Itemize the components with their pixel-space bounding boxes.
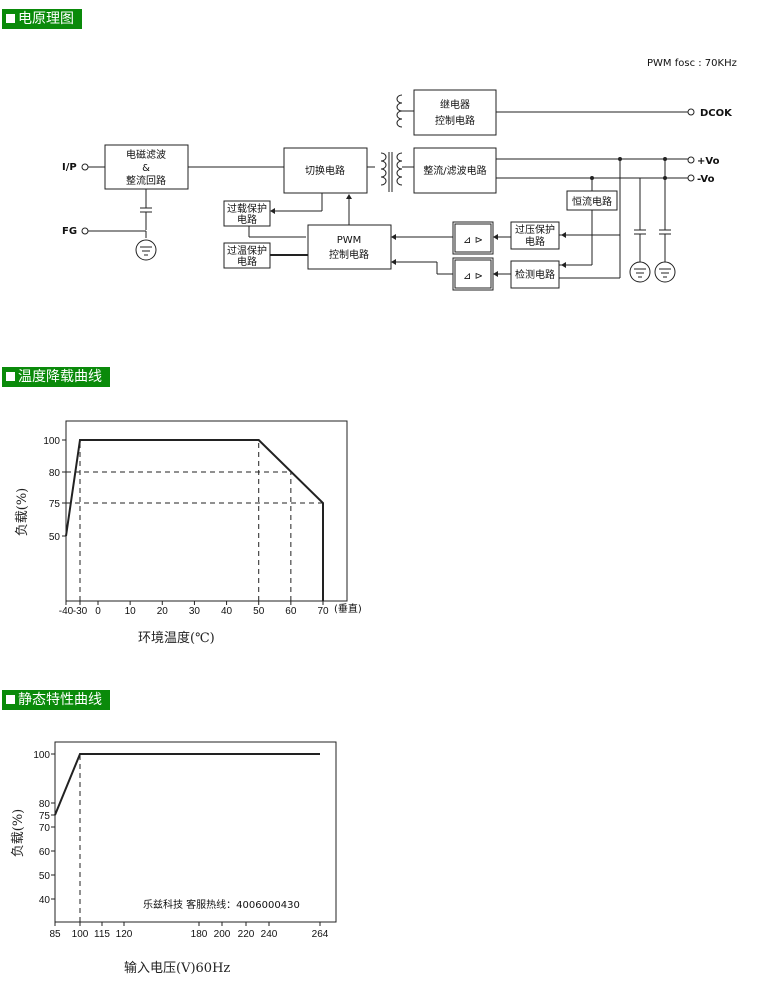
static-series-line <box>54 753 320 816</box>
vo-plus-label: +Vo <box>697 156 720 167</box>
emi-label-1: 电磁滤波 <box>126 148 166 161</box>
static-y-tick-label: 100 <box>33 750 50 761</box>
derating-plot-frame <box>65 420 348 602</box>
svg-text:⊿ ⊳: ⊿ ⊳ <box>463 235 483 246</box>
ip-port-label: I/P <box>62 162 77 173</box>
detection-label: 检测电路 <box>515 268 555 281</box>
derating-y-axis-label: 负载(%) <box>15 488 30 537</box>
section-header-derating: 温度降载曲线 <box>2 367 110 387</box>
static-y-tick-label: 70 <box>39 823 51 834</box>
derating-y-tick-label: 80 <box>49 468 61 479</box>
static-y-tick-label: 40 <box>39 895 51 906</box>
derating-series-line <box>65 439 324 601</box>
pwm-label-2: 控制电路 <box>329 248 369 261</box>
overvoltage-protection-block <box>510 221 560 250</box>
detection-circuit-block <box>510 260 560 289</box>
static-plot-frame <box>54 741 337 923</box>
overtemp-label-2: 电路 <box>237 255 257 268</box>
overtemp-label-1: 过温保护 <box>227 244 267 257</box>
overvoltage-label-1: 过压保护 <box>515 223 555 236</box>
constant-current-label: 恒流电路 <box>572 195 612 208</box>
static-x-tick-label: 100 <box>72 929 89 940</box>
static-y-axis-label: 负载(%) <box>11 809 26 858</box>
switch-circuit-block <box>283 147 368 194</box>
switch-label: 切换电路 <box>305 164 345 177</box>
relay-label-1: 继电器 <box>440 98 470 111</box>
relay-label-2: 控制电路 <box>435 114 475 127</box>
derating-x-tick-label: 50 <box>253 606 265 617</box>
section-header-schematic: 电原理图 <box>2 9 82 29</box>
static-y-tick-label: 60 <box>39 847 51 858</box>
derating-x-tick-label: 10 <box>125 606 137 617</box>
static-x-tick-label: 180 <box>191 929 208 940</box>
static-x-tick-label: 85 <box>49 929 61 940</box>
dcok-terminal <box>687 108 695 116</box>
static-annotation: 乐兹科技 客服热线：4006000430 <box>143 898 300 911</box>
section-title: 静态特性曲线 <box>18 692 102 708</box>
relay-control-block <box>413 89 497 136</box>
derating-x-tick-label: -40 <box>59 606 74 617</box>
overload-protection-block <box>223 200 271 227</box>
square-bullet-icon <box>6 695 15 704</box>
derating-x-tick-label: 70 <box>317 606 329 617</box>
vo-minus-label: -Vo <box>697 174 715 185</box>
overvoltage-label-2: 电路 <box>525 235 545 248</box>
overload-label-1: 过载保护 <box>227 202 267 215</box>
static-y-tick-label: 80 <box>39 799 51 810</box>
dcok-port-label: DCOK <box>700 108 733 119</box>
pwm-label-1: PWM <box>337 235 362 246</box>
emi-label-2: & <box>142 163 150 174</box>
ground-symbol-icon <box>135 239 157 261</box>
fg-terminal <box>81 227 89 235</box>
svg-text:⊿ ⊳: ⊿ ⊳ <box>463 271 483 282</box>
static-y-tick-label: 50 <box>39 871 51 882</box>
derating-x-tick-label: 40 <box>221 606 233 617</box>
static-x-tick-label: 115 <box>94 929 110 940</box>
static-x-tick-label: 220 <box>238 929 255 940</box>
section-title: 电原理图 <box>18 11 74 27</box>
static-y-tick-label: 75 <box>39 811 51 822</box>
derating-x-unit-note: (垂直) <box>334 602 362 615</box>
emi-filter-block <box>104 144 189 190</box>
static-x-axis-label: 输入电压(V)60Hz <box>124 960 230 976</box>
section-header-static: 静态特性曲线 <box>2 690 110 710</box>
schematic-diagram: PWM fosc : 70KHz I/P 电磁滤波 & 整流回路 FG 切换电路 <box>62 58 737 291</box>
derating-x-tick-label: 20 <box>157 606 169 617</box>
derating-x-tick-label: -30 <box>73 606 88 617</box>
static-x-tick-label: 264 <box>312 929 329 940</box>
vo-plus-terminal <box>687 156 695 164</box>
pwm-frequency-label: PWM fosc : 70KHz <box>647 58 737 69</box>
overload-label-2: 电路 <box>237 213 257 226</box>
square-bullet-icon <box>6 372 15 381</box>
ground-symbol-icon <box>629 261 651 283</box>
ground-symbol-icon <box>654 261 676 283</box>
static-x-tick-label: 120 <box>116 929 133 940</box>
rectifier-filter-block <box>413 147 497 194</box>
static-x-tick-label: 240 <box>261 929 278 940</box>
overtemp-protection-block <box>223 242 271 269</box>
square-bullet-icon <box>6 14 15 23</box>
derating-x-tick-label: 0 <box>95 606 101 617</box>
derating-y-tick-label: 75 <box>49 499 61 510</box>
derating-y-tick-label: 100 <box>43 436 60 447</box>
main-transformer-icon <box>367 152 414 192</box>
derating-x-axis-label: 环境温度(℃) <box>138 630 215 646</box>
vo-minus-terminal <box>687 174 695 182</box>
derating-y-tick-label: 50 <box>49 532 61 543</box>
ip-terminal <box>81 163 89 171</box>
derating-x-tick-label: 60 <box>285 606 297 617</box>
fg-port-label: FG <box>62 226 77 237</box>
derating-x-tick-label: 30 <box>189 606 201 617</box>
pwm-control-block <box>307 224 392 270</box>
section-title: 温度降载曲线 <box>18 369 102 385</box>
relay-transformer-icon <box>396 94 414 128</box>
static-x-tick-label: 200 <box>214 929 231 940</box>
rectifier-filter-label: 整流/滤波电路 <box>423 164 486 177</box>
emi-label-3: 整流回路 <box>126 174 166 187</box>
